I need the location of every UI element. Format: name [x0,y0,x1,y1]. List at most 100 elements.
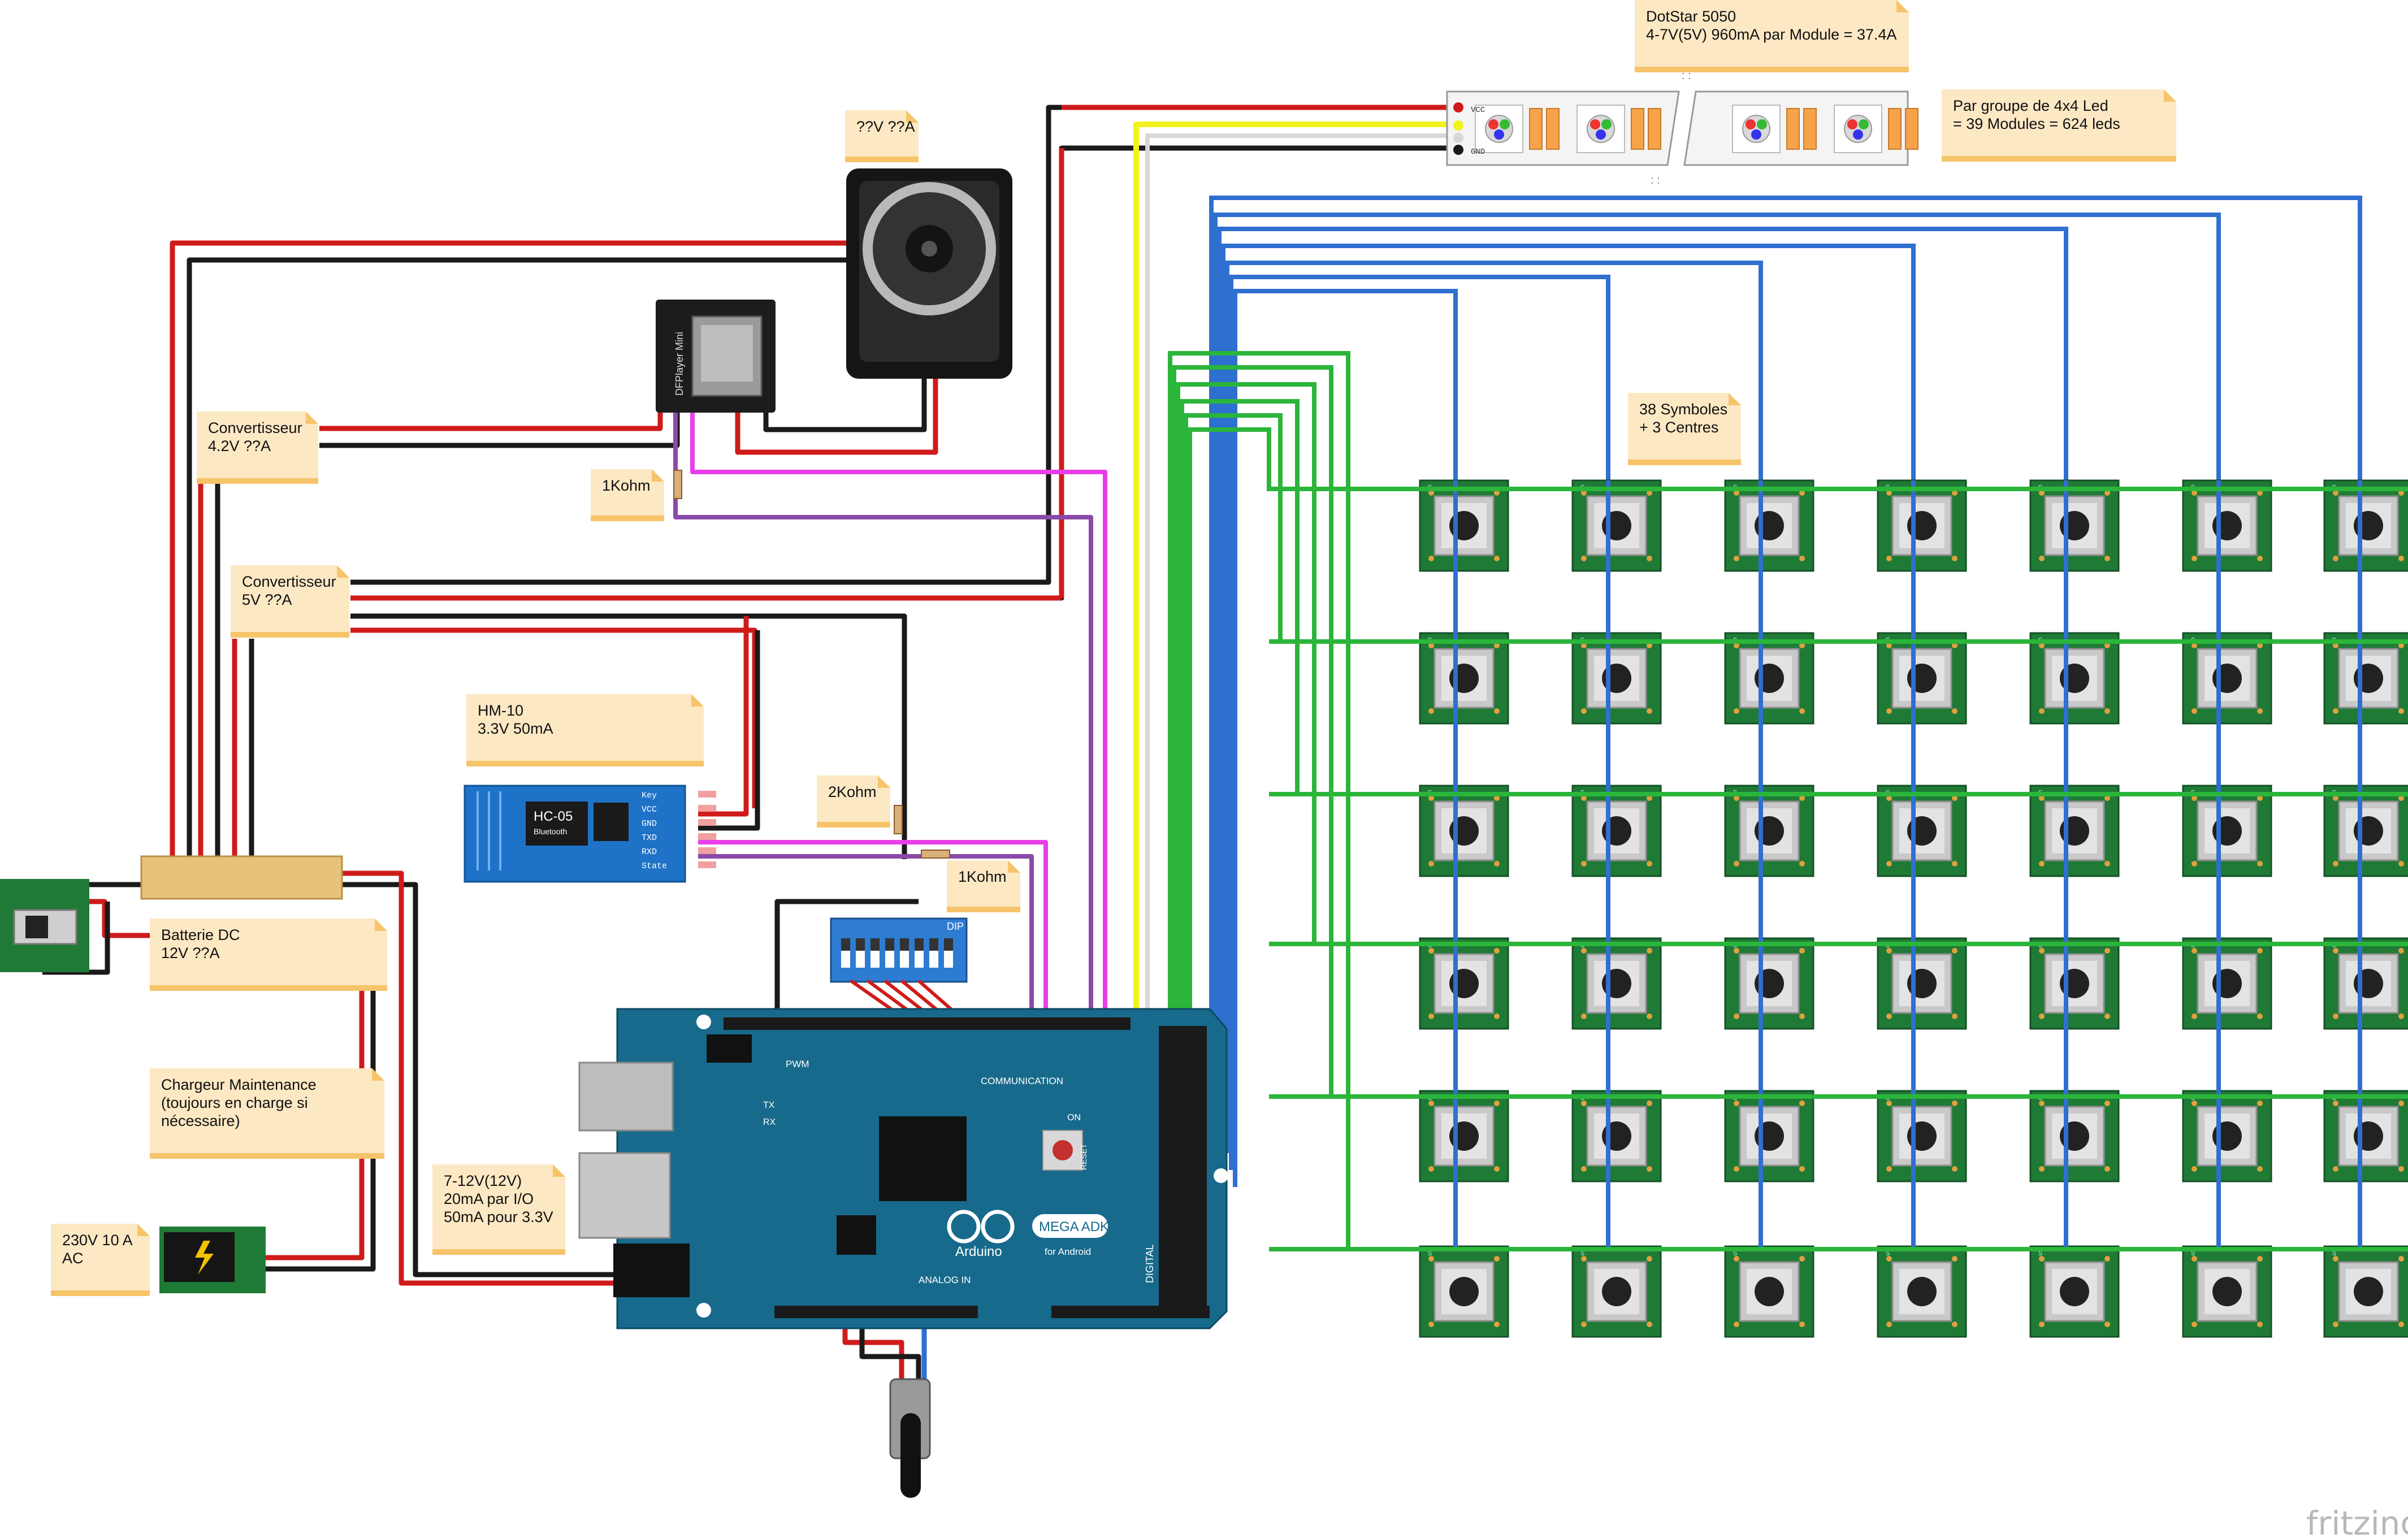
note-line: 20mA par I/O [444,1190,534,1207]
bt-pin-label: TXD [642,833,657,843]
note-groups: Par groupe de 4x4 Led= 39 Modules = 624 … [1942,89,2176,162]
note-line: Convertisseur [242,573,336,590]
push-button-r4-c1 [1419,937,1509,1030]
note-line: 1Kohm [958,868,1007,885]
note-hm10: HM-103.3V 50mA [466,694,704,766]
push-button-r4-c7 [2323,937,2408,1030]
push-button-r3-c7 [2323,785,2408,877]
note-line: + 3 Centres [1639,419,1718,436]
note-r2k: 2Kohm [817,776,890,828]
bt-pin [698,819,716,826]
push-button-r1-c5 [2029,479,2120,572]
speaker [846,168,1012,379]
bt-pin-label: RXD [642,847,657,857]
push-button-r4-c6 [2182,937,2272,1030]
note-line: (toujours en charge si [161,1094,308,1111]
bt-pin [698,791,716,798]
board-reset-label: RESET [1079,1143,1088,1170]
note-line: 2Kohm [828,783,877,800]
svg-text:: :: : : [1682,70,1691,82]
strip-gnd-label: GND [1471,148,1485,157]
note-line: = 39 Modules = 624 leds [1953,115,2120,132]
push-button-r5-c7 [2323,1090,2408,1182]
push-button-r3-c2 [1571,785,1662,877]
note-line: Chargeur Maintenance [161,1076,317,1093]
resistors [673,470,950,859]
note-line: 5V ??A [242,591,292,608]
push-button-r2-c3 [1724,632,1814,725]
push-button-r1-c2 [1571,479,1662,572]
push-button-r4-c4 [1877,937,1967,1030]
note-line: 1Kohm [602,477,651,494]
note-line: 7-12V(12V) [444,1172,522,1189]
board-model: MEGA ADK [1039,1219,1109,1234]
note-charger: Chargeur Maintenance(toujours en charge … [150,1068,384,1159]
note-symbols: 38 Symboles+ 3 Centres [1628,393,1741,465]
push-button-r6-c3 [1724,1245,1814,1338]
note-line: 4.2V ??A [208,437,271,454]
push-button-r5-c3 [1724,1090,1814,1182]
push-button-r6-c7 [2323,1245,2408,1338]
board-analog-label: ANALOG IN [919,1275,971,1285]
note-line: Batterie DC [161,926,240,943]
bt-pin-label: VCC [642,805,657,815]
note-line: 38 Symboles [1639,401,1727,418]
bt-pin [698,805,716,812]
power-wires [42,105,1456,1379]
push-button-r2-c5 [2029,632,2120,725]
board-brand: Arduino [955,1244,1002,1259]
push-button-r2-c1 [1419,632,1509,725]
push-button-r3-c1 [1419,785,1509,877]
dfplayer-label: DFPlayer Mini [674,332,685,396]
dotstar-led-strip: VCC GND : : : : [1446,70,1918,187]
board-on-label: ON [1067,1113,1081,1123]
note-line: 230V 10 A [62,1232,133,1249]
push-button-r5-c6 [2182,1090,2272,1182]
bt-module-sub: Bluetooth [534,827,567,836]
push-button-r3-c6 [2182,785,2272,877]
push-button-r4-c2 [1571,937,1662,1030]
push-button-r2-c2 [1571,632,1662,725]
push-button-r2-c7 [2323,632,2408,725]
board-tx-label: TX [763,1101,775,1110]
arduino-mega-adk: Arduino MEGA ADK for Android COMMUNICATI… [578,1008,1228,1329]
push-button-r5-c2 [1571,1090,1662,1182]
push-button-r6-c4 [1877,1245,1967,1338]
push-button-r6-c1 [1419,1245,1509,1338]
note-line: nécessaire) [161,1112,240,1129]
note-line: Convertisseur [208,419,302,436]
note-line: 50mA pour 3.3V [444,1208,553,1225]
push-button-r3-c4 [1877,785,1967,877]
note-mains: 230V 10 AAC [51,1224,150,1296]
dip-label: DIP [947,921,964,932]
board-digital-label: DIGITAL [1144,1244,1155,1283]
note-speaker: ??V ??A [845,110,919,162]
note-line: 4-7V(5V) 960mA par Module = 37.4A [1646,26,1897,43]
push-button-r5-c5 [2029,1090,2120,1182]
push-button-r4-c3 [1724,937,1814,1030]
bt-pin-label: State [642,861,667,871]
bt-module-name: HC-05 [534,809,573,824]
bt-pin [698,847,716,854]
push-button-r2-c6 [2182,632,2272,725]
push-button-r6-c5 [2029,1245,2120,1338]
dfplayer-mini: DFPlayer Mini [656,300,776,413]
push-button-r1-c6 [2182,479,2272,572]
bt-pin [698,833,716,840]
fritzing-watermark: fritzing [2306,1504,2408,1538]
note-line: HM-10 [478,702,523,719]
note-line: 3.3V 50mA [478,720,553,737]
push-button-r2-c4 [1877,632,1967,725]
push-button-r3-c3 [1724,785,1814,877]
push-button-r5-c4 [1877,1090,1967,1182]
note-line: Par groupe de 4x4 Led [1953,97,2108,114]
bt-pin [698,861,716,868]
matrix-wire-overlay [1269,480,2408,1251]
